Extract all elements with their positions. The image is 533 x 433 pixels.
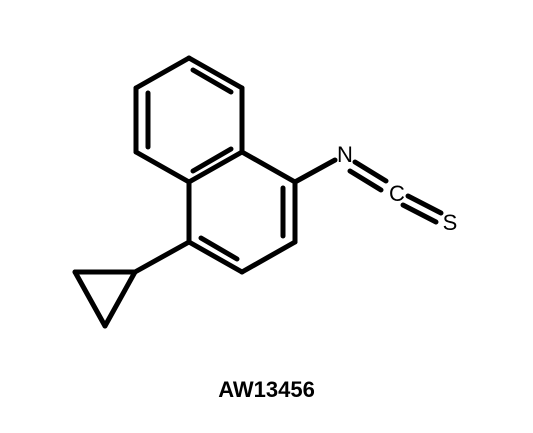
bond-c-s-double-1 bbox=[405, 193, 444, 216]
carbon-atom-label: C bbox=[389, 181, 405, 206]
bond-cyclopropyl-3 bbox=[102, 269, 138, 329]
bond-ring-a-inner-1 bbox=[190, 67, 234, 95]
bond-ring-fusion bbox=[186, 149, 245, 185]
bond-ring-a-inner-3 bbox=[190, 146, 234, 174]
bond-ring-a-4 bbox=[133, 149, 192, 185]
bond-c-s-double-2 bbox=[400, 202, 439, 225]
bond-ring-b-1 bbox=[239, 149, 298, 185]
bond-ring-to-nitrogen bbox=[292, 157, 338, 185]
bond-n-c-double-1 bbox=[352, 159, 389, 184]
bond-ring-a-6 bbox=[133, 55, 192, 91]
bond-ring-b-4 bbox=[186, 239, 245, 275]
bond-n-c-double-2 bbox=[347, 168, 384, 193]
bond-ring-b-inner-2 bbox=[198, 235, 240, 262]
nitrogen-atom-label: N bbox=[337, 142, 353, 167]
bond-cyclopropyl-2 bbox=[72, 269, 108, 329]
bond-ring-to-cyclopropyl bbox=[132, 239, 192, 275]
bond-ring-a-1 bbox=[186, 55, 245, 91]
sulfur-atom-label: S bbox=[443, 210, 458, 235]
compound-id-label: AW13456 bbox=[218, 377, 315, 402]
bond-ring-b-3 bbox=[239, 239, 298, 275]
